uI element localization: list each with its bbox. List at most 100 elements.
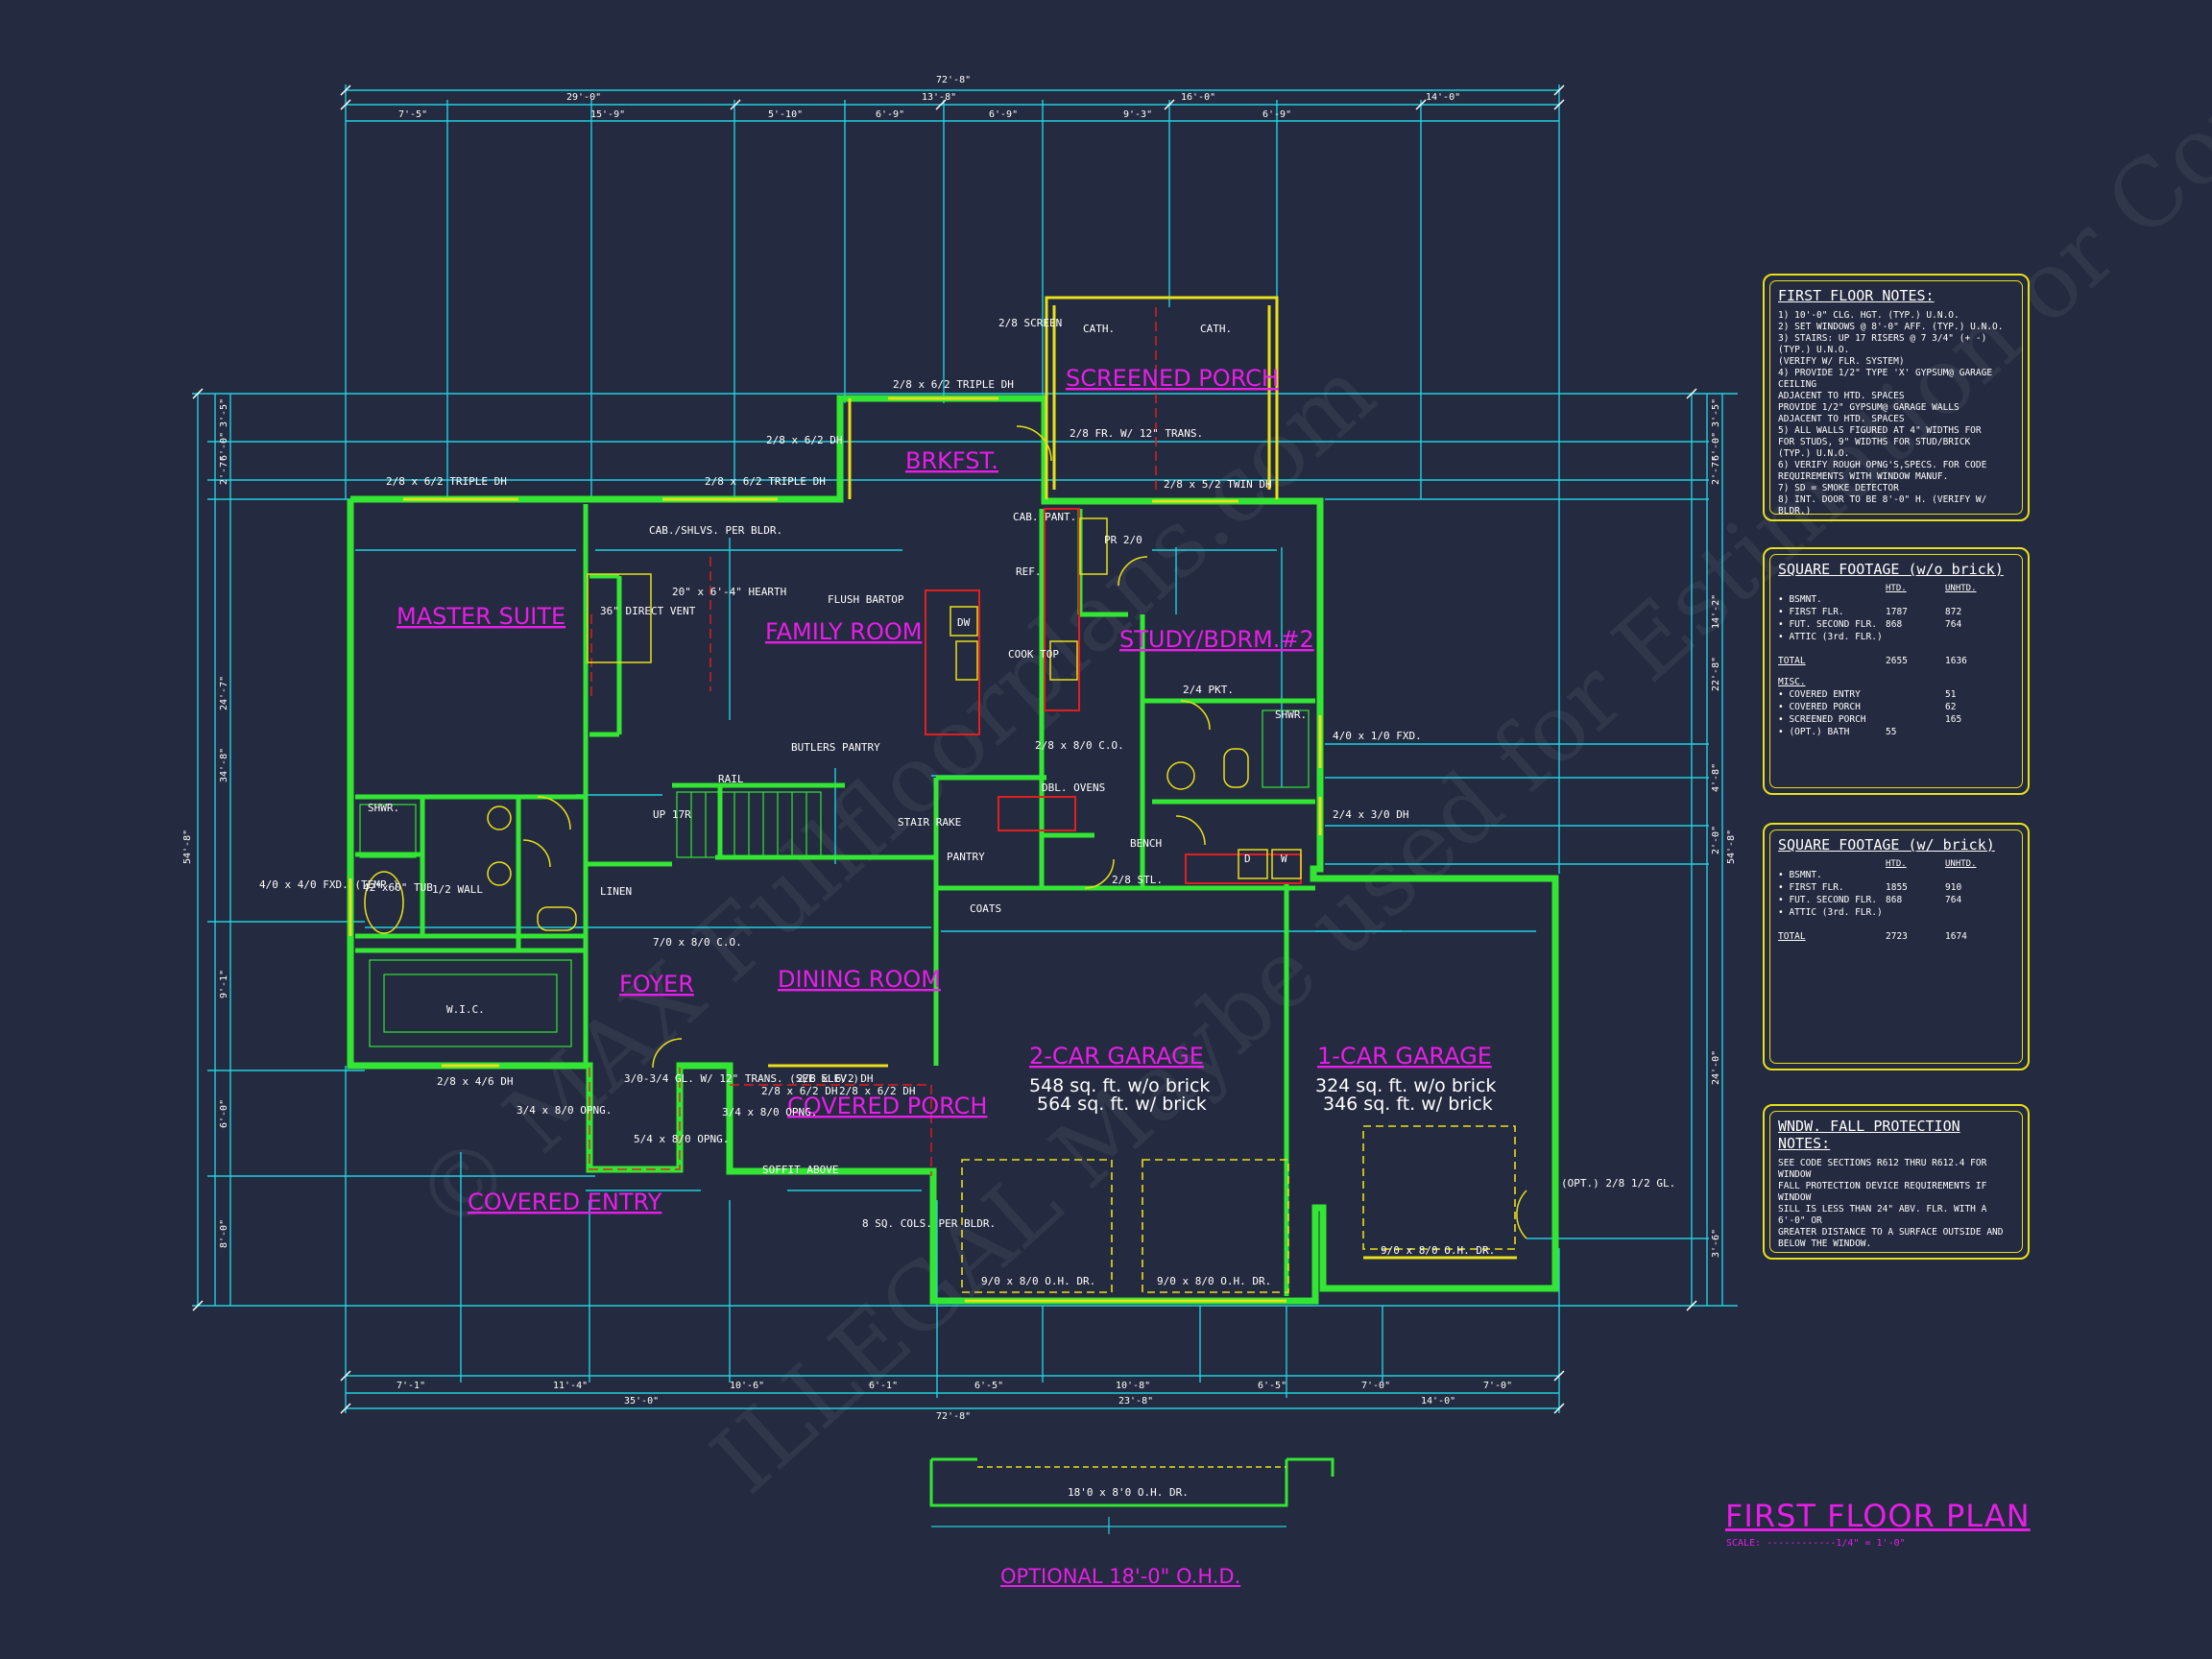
label-rail: RAIL [718, 773, 744, 785]
dimension-ticks [192, 84, 1697, 1414]
drawing-title: FIRST FLOOR PLAN [1725, 1498, 2031, 1534]
dim-value: 6'-0" [219, 1099, 229, 1128]
dim-value: 10'-8" [1116, 1381, 1150, 1391]
label-bench: BENCH [1130, 837, 1162, 850]
dim-value: 4'-8" [1711, 763, 1721, 792]
note-item-10: (TYP.) U.N.O. [1778, 448, 1850, 459]
room-covered-entry: COVERED ENTRY [468, 1189, 662, 1215]
dim-value: 3'-6" [1711, 1229, 1721, 1258]
label-screen: 2/8 SCREEN [998, 317, 1062, 329]
label-dw: DW [957, 616, 971, 629]
label-up: UP 17R [653, 808, 691, 821]
dim-value: 3'-5" [219, 398, 229, 427]
interior-walls [355, 504, 1315, 1296]
dim-value: 22'-8" [1711, 657, 1721, 691]
dim-value: 6'-9" [989, 109, 1018, 120]
label-linen: LINEN [600, 885, 632, 898]
dim-value: 15'-9" [590, 109, 625, 120]
label-cooktop: COOK TOP [1008, 648, 1059, 661]
label-dining-dh-2: 2/8 x 6/2 DH [761, 1085, 837, 1097]
label-shwr: SHWR. [1275, 709, 1307, 721]
label-half-wall: 1/2 WALL [432, 883, 483, 896]
windows [349, 397, 1517, 1303]
note-item-8: 5) ALL WALLS FIGURED AT 4" WIDTHS FOR [1778, 425, 1982, 436]
label-master-dh: 2/8 x 4/6 DH [437, 1075, 513, 1088]
dim-total-bottom: 72'-8" [936, 1411, 971, 1422]
label-dryer: D [1244, 853, 1251, 865]
note-item-9: FOR STUDS, 9" WIDTHS FOR STUD/BRICK [1778, 437, 1971, 447]
dim-value: 24'-7" [219, 676, 229, 710]
label-foyer-co: 7/0 x 8/0 C.O. [653, 936, 742, 949]
kitchen-island [925, 508, 1302, 884]
fall-notes-title: WNDW. FALL PROTECTION NOTES: [1778, 1118, 1960, 1152]
label-garage-door-3: 9/0 x 8/0 O.H. DR. [1381, 1244, 1495, 1257]
label-stair-rake: STAIR RAKE [898, 816, 961, 829]
dim-left-total: 54'-8" [182, 830, 193, 864]
label-fr-door: 2/8 FR. W/ 12" TRANS. [1070, 427, 1203, 440]
label-brk-side: 2/8 x 6/2 DH [766, 434, 842, 446]
label-pantry: PANTRY [947, 851, 985, 863]
label-pkt: 2/4 PKT. [1183, 684, 1234, 696]
closet-shelves [359, 709, 1310, 1047]
notes-title: FIRST FLOOR NOTES: [1778, 287, 1935, 304]
dim-value: 16'-0" [1181, 92, 1215, 103]
callout-labels: 2/8 SCREEN CATH. CATH. 2/8 x 6/2 TRIPLE … [259, 317, 1675, 1499]
room-brkfst: BRKFST. [905, 447, 998, 474]
room-family-room: FAMILY ROOM [765, 618, 922, 645]
room-garage-2: 2-CAR GARAGE [1029, 1043, 1204, 1070]
dim-value: 35'-0" [624, 1396, 659, 1407]
dimension-text: 72'-8" 72'-8" 54'-8" 54'-8" 29'-0"13'-8"… [182, 75, 1737, 1422]
label-fxd-410: 4/0 x 1/0 FXD. [1333, 730, 1422, 742]
note-item-0: 1) 10'-0" CLG. HGT. (TYP.) U.N.O. [1778, 310, 1960, 321]
dim-value: 6'-0" [219, 432, 229, 461]
label-vent: 36" DIRECT VENT [600, 605, 696, 617]
room-foyer: FOYER [619, 971, 694, 998]
sqft-row: • BSMNT. [1778, 870, 1822, 880]
sqft-row: • ATTIC (3rd. FLR.) [1778, 632, 1883, 642]
room-screened-porch: SCREENED PORCH [1066, 365, 1279, 392]
label-opt-gl: (OPT.) 2/8 1/2 GL. [1561, 1177, 1675, 1190]
label-co-28: 2/8 x 8/0 C.O. [1035, 739, 1124, 752]
fall-notes-list: SEE CODE SECTIONS R612 THRU R612.4 FOR W… [1774, 1158, 2018, 1250]
room-study: STUDY/BDRM.#2 [1119, 626, 1314, 653]
dim-value: 3'-5" [1711, 398, 1721, 427]
optional-garage-dims [931, 1517, 1286, 1534]
label-pr: PR 2/0 [1104, 534, 1142, 546]
label-master-shwr: SHWR. [368, 802, 399, 814]
label-opng-2: 5/4 x 8/0 OPNG. [634, 1133, 729, 1145]
dim-value: 2'-7" [1711, 456, 1721, 485]
label-tub-fxd: 4/0 x 4/0 FXD. (TEMP.) [259, 878, 399, 891]
door-swings [522, 425, 1527, 1239]
dim-value: 29'-0" [566, 92, 601, 103]
dim-value: 7'-5" [398, 109, 427, 120]
note-item-3: (VERIFY W/ FLR. SYSTEM) [1778, 356, 1905, 367]
label-garage-door-2: 9/0 x 8/0 O.H. DR. [1157, 1275, 1271, 1287]
dim-value: 2'-7" [219, 456, 229, 485]
dim-value: 24'-0" [1711, 1050, 1721, 1085]
fall-protection-panel: WNDW. FALL PROTECTION NOTES: SEE CODE SE… [1763, 1104, 2030, 1260]
label-opng-3: 3/4 x 8/0 OPNG. [722, 1106, 817, 1118]
sqft-brick-title: SQUARE FOOTAGE (w/ brick) [1778, 836, 1995, 854]
fall-note-line-1: FALL PROTECTION DEVICE REQUIREMENTS IF W… [1778, 1181, 1987, 1203]
dim-value: 6'-5" [1258, 1381, 1286, 1391]
sqft-row: • BSMNT. [1778, 594, 1822, 605]
label-dining-dh-1: 2/8 x 6/2 DH [797, 1072, 873, 1085]
label-brk-window: 2/8 x 6/2 TRIPLE DH [893, 378, 1014, 391]
sqft-no-brick-title: SQUARE FOOTAGE (w/o brick) [1778, 561, 2004, 578]
note-item-1: 2) SET WINDOWS @ 8'-0" AFF. (TYP.) U.N.O… [1778, 322, 2004, 332]
first-floor-notes-panel: FIRST FLOOR NOTES: 1) 10'-0" CLG. HGT. (… [1763, 274, 2030, 521]
label-washer: W [1281, 853, 1287, 865]
room-covered-porch: COVERED PORCH [787, 1093, 987, 1119]
label-cab-pant: CAB. PANT. [1013, 511, 1076, 523]
dim-total-top: 72'-8" [936, 75, 971, 85]
dim-value: 6'-9" [876, 109, 904, 120]
label-soffit: SOFFIT ABOVE [762, 1164, 838, 1176]
dim-value: 5'-10" [768, 109, 803, 120]
label-family-window: 2/8 x 6/2 TRIPLE DH [705, 475, 826, 488]
